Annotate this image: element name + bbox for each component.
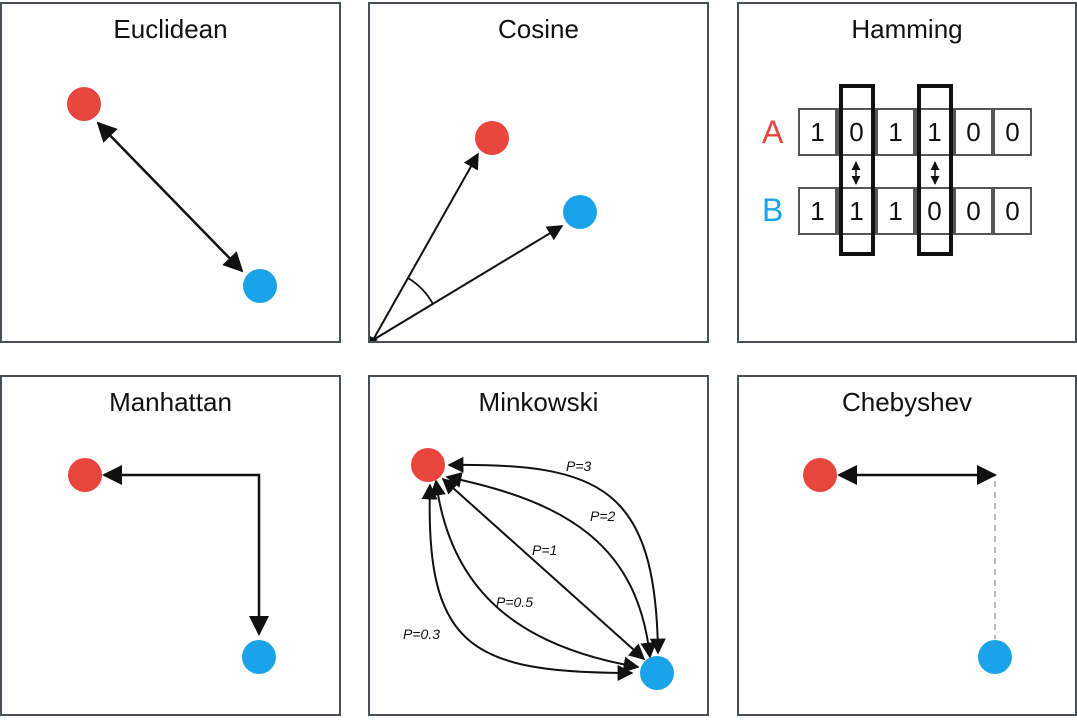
manhattan-diagram: [68, 458, 276, 674]
row-label-a: A: [762, 114, 784, 150]
bit-a-5: 0: [954, 108, 993, 156]
panel-title-chebyshev: Chebyshev: [841, 387, 973, 417]
row-label-b: B: [762, 192, 784, 228]
panel-chebyshev: Chebyshev: [737, 375, 1077, 716]
panel-title-manhattan: Manhattan: [109, 387, 232, 417]
panel-title-minkowski: Minkowski: [478, 387, 599, 417]
bit-a-1: 1: [798, 108, 837, 156]
bit-b-3: 1: [876, 187, 915, 235]
minkowski-diagram: P=3 P=2 P=1 P=0.5 P=0.3: [403, 448, 674, 690]
panel-hamming: Hamming A B 1 0 1 1 0 0 1 1 1 0 0 0: [737, 2, 1077, 343]
diff-highlight-4: [917, 84, 953, 256]
diff-highlight-2: [839, 84, 875, 256]
panel-title-cosine: Cosine: [498, 14, 579, 44]
point-b: [978, 640, 1012, 674]
origin-mark: [370, 336, 378, 341]
bit-b-5: 0: [954, 187, 993, 235]
chebyshev-diagram: [803, 458, 1012, 674]
cosine-diagram: [370, 121, 597, 341]
curve-p2: [445, 472, 657, 659]
point-a: [67, 87, 101, 121]
panel-title-hamming: Hamming: [851, 14, 963, 44]
point-a: [411, 448, 445, 482]
point-b: [243, 269, 277, 303]
bit-b-1: 1: [798, 187, 837, 235]
bit-b-6: 0: [993, 187, 1032, 235]
point-b: [242, 640, 276, 674]
curve-p3: [447, 456, 666, 655]
euclidean-distance-arrow: [96, 121, 244, 273]
bit-a-3: 1: [876, 108, 915, 156]
point-b: [640, 656, 674, 690]
label-p1: P=1: [532, 542, 557, 558]
euclidean-diagram: [67, 87, 277, 303]
label-p0-3: P=0.3: [403, 626, 440, 642]
bit-a-4: 1: [915, 108, 954, 156]
bit-b-2: 1: [837, 187, 876, 235]
vector-a-arrow: [372, 152, 479, 341]
vector-b-arrow: [372, 225, 564, 341]
bit-a-2: 0: [837, 108, 876, 156]
panel-manhattan: Manhattan: [0, 375, 341, 716]
label-p3: P=3: [566, 458, 592, 474]
bit-a-6: 0: [993, 108, 1032, 156]
panel-cosine: Cosine: [368, 2, 709, 343]
point-b: [563, 195, 597, 229]
point-a: [68, 458, 102, 492]
hamming-diff-arrows: [851, 161, 940, 185]
point-a: [803, 458, 837, 492]
curve-p0-3: [421, 483, 634, 681]
angle-arc: [407, 277, 434, 305]
manhattan-path-arrow: [102, 465, 269, 636]
panel-title-euclidean: Euclidean: [113, 14, 228, 44]
panel-euclidean: Euclidean: [0, 2, 341, 343]
label-p2: P=2: [590, 508, 616, 524]
panel-minkowski: Minkowski P=3 P=2 P=1 P=0.5 P=0.3: [368, 375, 709, 716]
point-a: [475, 121, 509, 155]
bit-b-4: 0: [915, 187, 954, 235]
label-p0-5: P=0.5: [496, 594, 533, 610]
